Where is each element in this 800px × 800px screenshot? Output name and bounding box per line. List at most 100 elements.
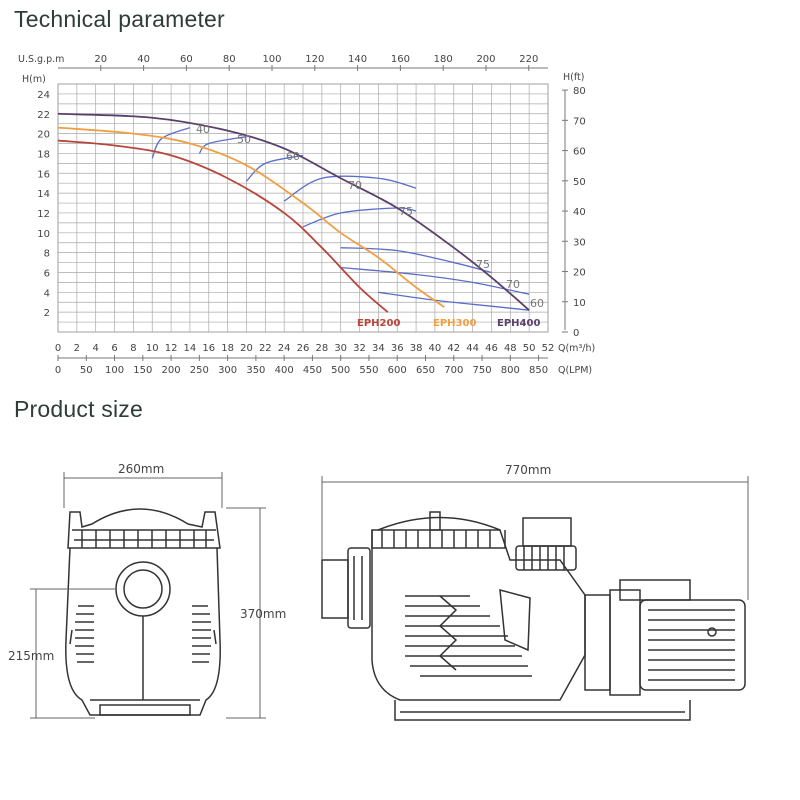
- bottom-tick-label-lpm: 600: [388, 365, 407, 376]
- bottom-tick-label-m3h: 2: [74, 343, 80, 354]
- bottom-tick-label-m3h: 18: [221, 343, 234, 354]
- eff-label-60-b: 60: [530, 297, 544, 310]
- right-tick-label: 70: [573, 116, 586, 127]
- series-label-eph300: EPH300: [433, 318, 476, 329]
- left-tick-label: 20: [37, 130, 50, 141]
- left-tick-label: 6: [44, 268, 50, 279]
- pump-side-view: [321, 511, 746, 721]
- height-dimension-label: 370mm: [240, 607, 286, 621]
- bottom-axis-label-m3h: Q(m³/h): [558, 343, 595, 354]
- left-tick-label: 14: [37, 189, 50, 200]
- technical-parameter-heading: Technical parameter: [14, 6, 225, 32]
- bottom-tick-label-lpm: 850: [529, 365, 548, 376]
- efficiency-curve: [302, 207, 417, 228]
- top-tick-label: 20: [94, 54, 107, 65]
- bottom-tick-label-m3h: 36: [391, 343, 404, 354]
- eff-label-70: 70: [348, 179, 362, 192]
- bottom-tick-label-m3h: 22: [259, 343, 272, 354]
- bottom-tick-label-lpm: 700: [444, 365, 463, 376]
- bottom-tick-label-lpm: 500: [331, 365, 350, 376]
- bottom-tick-label-m3h: 10: [146, 343, 159, 354]
- left-tick-label: 12: [37, 209, 50, 220]
- bottom-tick-label-lpm: 100: [105, 365, 124, 376]
- left-tick-label: 4: [44, 288, 50, 299]
- front-dimensions: [30, 472, 266, 719]
- bottom-tick-label-m3h: 6: [111, 343, 117, 354]
- top-tick-label: 200: [476, 54, 495, 65]
- bottom-tick-label-m3h: 4: [93, 343, 99, 354]
- right-tick-label: 0: [573, 328, 579, 339]
- bottom-tick-label-m3h: 12: [165, 343, 178, 354]
- bottom-tick-label-lpm: 0: [55, 365, 61, 376]
- efficiency-curve: [198, 135, 247, 154]
- bottom-tick-label-m3h: 52: [542, 343, 555, 354]
- top-tick-label: 60: [180, 54, 193, 65]
- top-tick-label: 120: [305, 54, 324, 65]
- length-dimension: [321, 476, 749, 600]
- eff-label-70-b: 70: [506, 278, 520, 291]
- bottom-tick-label-m3h: 24: [278, 343, 291, 354]
- left-tick-label: 24: [37, 90, 50, 101]
- series-line-eph200: [57, 139, 389, 313]
- left-tick-label: 16: [37, 169, 50, 180]
- chart-grid: [57, 83, 549, 333]
- bottom-tick-label-m3h: 34: [372, 343, 385, 354]
- left-tick-label: 10: [37, 229, 50, 240]
- bottom-tick-label-m3h: 42: [447, 343, 460, 354]
- bottom-tick-label-m3h: 48: [504, 343, 517, 354]
- bottom-tick-label-m3h: 20: [240, 343, 253, 354]
- series-label-eph200: EPH200: [357, 318, 400, 329]
- top-tick-label: 40: [137, 54, 150, 65]
- series-line-eph300: [57, 126, 445, 308]
- bottom-tick-label-m3h: 38: [410, 343, 423, 354]
- bottom-tick-label-lpm: 400: [275, 365, 294, 376]
- bottom-tick-label-lpm: 750: [472, 365, 491, 376]
- efficiency-curve: [340, 266, 530, 295]
- bottom-tick-label-lpm: 200: [162, 365, 181, 376]
- bottom-tick-label-m3h: 0: [55, 343, 61, 354]
- pump-front-view: [65, 508, 221, 716]
- bottom-tick-label-m3h: 26: [297, 343, 310, 354]
- top-tick-label: 100: [262, 54, 281, 65]
- eff-label-40: 40: [196, 123, 210, 136]
- length-dimension-label: 770mm: [505, 463, 551, 477]
- bottom-tick-label-m3h: 30: [334, 343, 347, 354]
- inlet-height-label: 215mm: [8, 649, 54, 663]
- bottom-tick-label-lpm: 800: [501, 365, 520, 376]
- bottom-tick-label-m3h: 46: [485, 343, 498, 354]
- top-tick-label: 220: [519, 54, 538, 65]
- efficiency-curve: [245, 154, 304, 182]
- left-tick-label: 18: [37, 149, 50, 160]
- eff-label-60: 60: [286, 150, 300, 163]
- eff-label-75-b: 75: [476, 258, 490, 271]
- right-tick-label: 80: [573, 86, 586, 97]
- bottom-tick-label-lpm: 300: [218, 365, 237, 376]
- top-tick-label: 140: [348, 54, 367, 65]
- bottom-tick-label-m3h: 50: [523, 343, 536, 354]
- bottom-tick-label-lpm: 350: [246, 365, 265, 376]
- right-tick-label: 10: [573, 298, 586, 309]
- top-tick-label: 160: [391, 54, 410, 65]
- bottom-tick-label-m3h: 14: [184, 343, 197, 354]
- series-label-eph400: EPH400: [497, 318, 540, 329]
- efficiency-curve: [151, 127, 191, 159]
- left-tick-label: 2: [44, 308, 50, 319]
- left-tick-label: 8: [44, 249, 50, 260]
- bottom-tick-label-lpm: 450: [303, 365, 322, 376]
- eff-label-50: 50: [237, 133, 251, 146]
- bottom-tick-label-lpm: 150: [133, 365, 152, 376]
- bottom-tick-label-lpm: 50: [80, 365, 93, 376]
- product-size-heading: Product size: [14, 396, 143, 422]
- efficiency-curve: [378, 291, 530, 311]
- bottom-axis-label-lpm: Q(LPM): [558, 365, 592, 376]
- chart-series: [57, 112, 530, 313]
- top-axis-label: U.S.g.p.m: [18, 54, 64, 65]
- right-tick-label: 20: [573, 268, 586, 279]
- bottom-tick-label-m3h: 28: [315, 343, 328, 354]
- left-axis-label: H(m): [22, 74, 46, 85]
- bottom-tick-label-lpm: 550: [359, 365, 378, 376]
- bottom-tick-label-m3h: 40: [429, 343, 442, 354]
- right-tick-label: 40: [573, 207, 586, 218]
